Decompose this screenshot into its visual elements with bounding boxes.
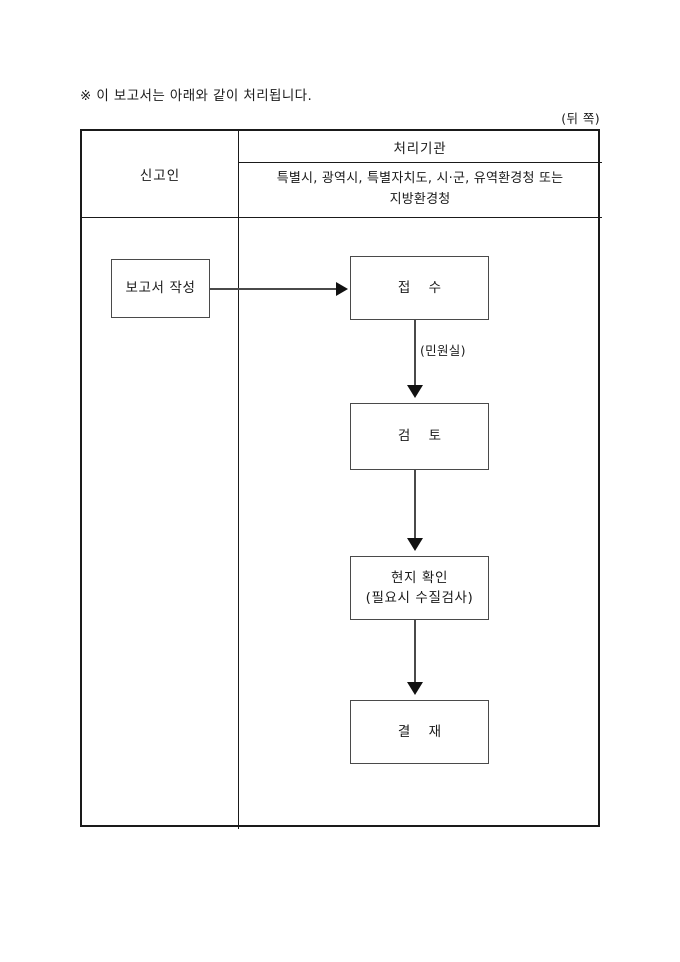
table-header-agency-list: 특별시, 광역시, 특별자치도, 시·군, 유역환경청 또는 지방환경청 xyxy=(238,162,602,217)
flow-node-report-preparation-label: 보고서 작성 xyxy=(125,280,196,297)
table-column-divider xyxy=(238,131,239,829)
table-header-sub-divider xyxy=(238,162,602,163)
processing-note: ※ 이 보고서는 아래와 같이 처리됩니다. xyxy=(80,88,313,104)
flow-node-onsite-inspection-label: 현지 확인 xyxy=(391,569,448,586)
connector-receipt-to-review xyxy=(414,320,416,385)
arrow-right-icon xyxy=(336,282,348,296)
arrow-down-icon xyxy=(407,385,423,398)
flow-node-report-preparation: 보고서 작성 xyxy=(111,259,210,318)
flow-node-receipt: 접 수 xyxy=(350,256,489,320)
table-header-row-divider xyxy=(82,217,602,218)
flow-node-review: 검 토 xyxy=(350,403,489,470)
connector-label-civil-affairs-office: (민원실) xyxy=(420,343,466,358)
flow-node-receipt-label: 접 수 xyxy=(397,279,449,296)
page-side-marker: (뒤 쪽) xyxy=(561,111,600,126)
arrow-down-icon xyxy=(407,682,423,695)
agency-list-line-1: 특별시, 광역시, 특별자치도, 시·군, 유역환경청 또는 xyxy=(276,171,564,187)
table-header-agency: 처리기관 xyxy=(393,140,447,157)
table-header-declarant: 신고인 xyxy=(139,168,181,184)
connector-onsite-to-approval xyxy=(414,620,416,682)
arrow-down-icon xyxy=(407,538,423,551)
connector-report-to-receipt xyxy=(210,288,338,290)
flow-node-review-label: 검 토 xyxy=(397,428,449,445)
flow-node-onsite-inspection-sublabel: (필요시 수질검사) xyxy=(365,590,474,606)
process-table: 신고인 처리기관 특별시, 광역시, 특별자치도, 시·군, 유역환경청 또는 … xyxy=(80,129,602,829)
connector-review-to-onsite xyxy=(414,470,416,538)
flow-node-onsite-inspection: 현지 확인 (필요시 수질검사) xyxy=(350,556,489,620)
agency-list-line-2: 지방환경청 xyxy=(389,191,451,207)
flow-node-approval: 결 재 xyxy=(350,700,489,764)
flow-node-approval-label: 결 재 xyxy=(397,723,449,740)
